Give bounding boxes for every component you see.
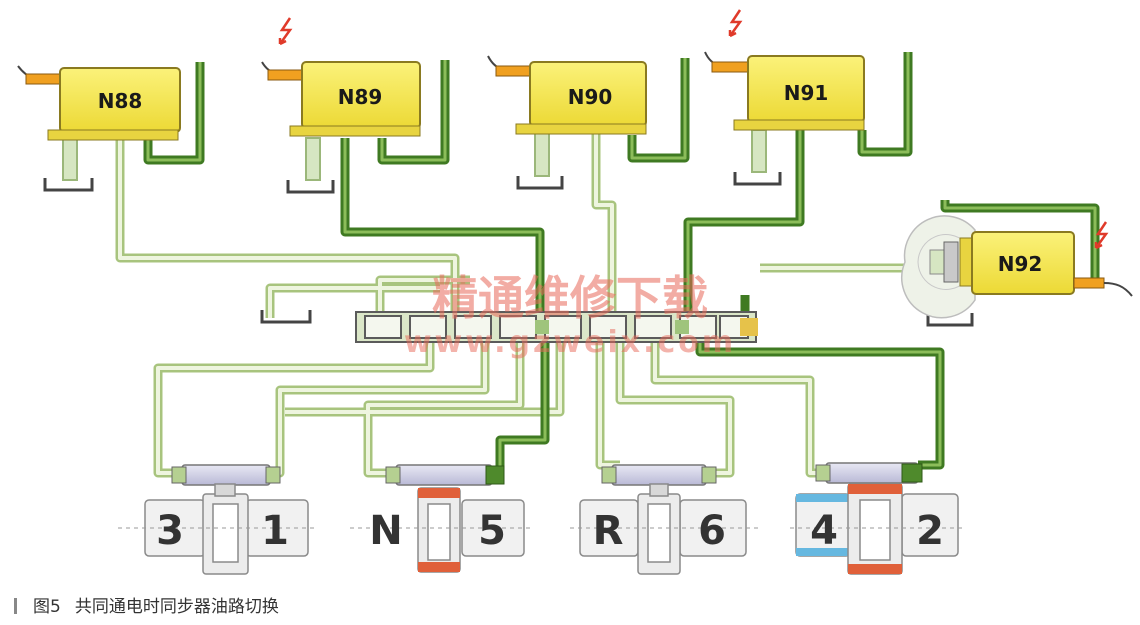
gear-label-1: 1 — [261, 508, 289, 554]
gear-unit-4-2 — [790, 483, 962, 575]
solenoid-n89: N89 — [261, 17, 421, 137]
gear-label-6: 6 — [698, 508, 726, 554]
gear-label-3: 3 — [156, 508, 184, 554]
figure-number: 图5 — [33, 597, 61, 617]
gear-labels: 3 1 N 5 R 6 4 2 — [156, 508, 944, 554]
energized-icon — [728, 9, 743, 38]
synchronizer-actuators — [171, 462, 923, 486]
solenoid-n88: N88 — [17, 65, 181, 141]
drain-symbols — [43, 172, 974, 327]
gear-label-4: 4 — [810, 508, 838, 554]
solenoid-label-n90: N90 — [568, 85, 613, 109]
solenoid-label-n88: N88 — [98, 89, 143, 113]
caption-bar — [14, 598, 17, 614]
solenoid-n90: N90 — [487, 55, 647, 135]
gear-unit-r-6 — [570, 483, 760, 575]
solenoid-n92: N92 — [901, 215, 1133, 319]
watermark: 精通维修下载 www.gzweix.com — [404, 271, 736, 360]
gear-label-2: 2 — [916, 508, 944, 554]
solenoid-n91: N91 — [704, 9, 865, 131]
solenoid-label-n91: N91 — [784, 81, 829, 105]
gear-label-r: R — [593, 508, 624, 554]
gear-label-n: N — [369, 508, 402, 554]
watermark-text: 精通维修下载 — [432, 271, 708, 325]
watermark-url: www.gzweix.com — [404, 325, 736, 360]
gear-unit-3-1 — [118, 483, 318, 575]
gear-label-5: 5 — [478, 508, 506, 554]
solenoid-label-n92: N92 — [998, 252, 1043, 276]
solenoid-plungers — [62, 129, 767, 181]
valve-body — [355, 311, 758, 343]
solenoid-label-n89: N89 — [338, 85, 383, 109]
energized-icon — [278, 17, 293, 46]
energized-icon — [1094, 221, 1109, 250]
figure-caption: 图5 共同通电时同步器油路切换 — [14, 592, 279, 617]
caption-text: 共同通电时同步器油路切换 — [74, 597, 279, 617]
light-oil-lines — [115, 132, 930, 478]
gear-unit-n-5 — [350, 487, 530, 573]
